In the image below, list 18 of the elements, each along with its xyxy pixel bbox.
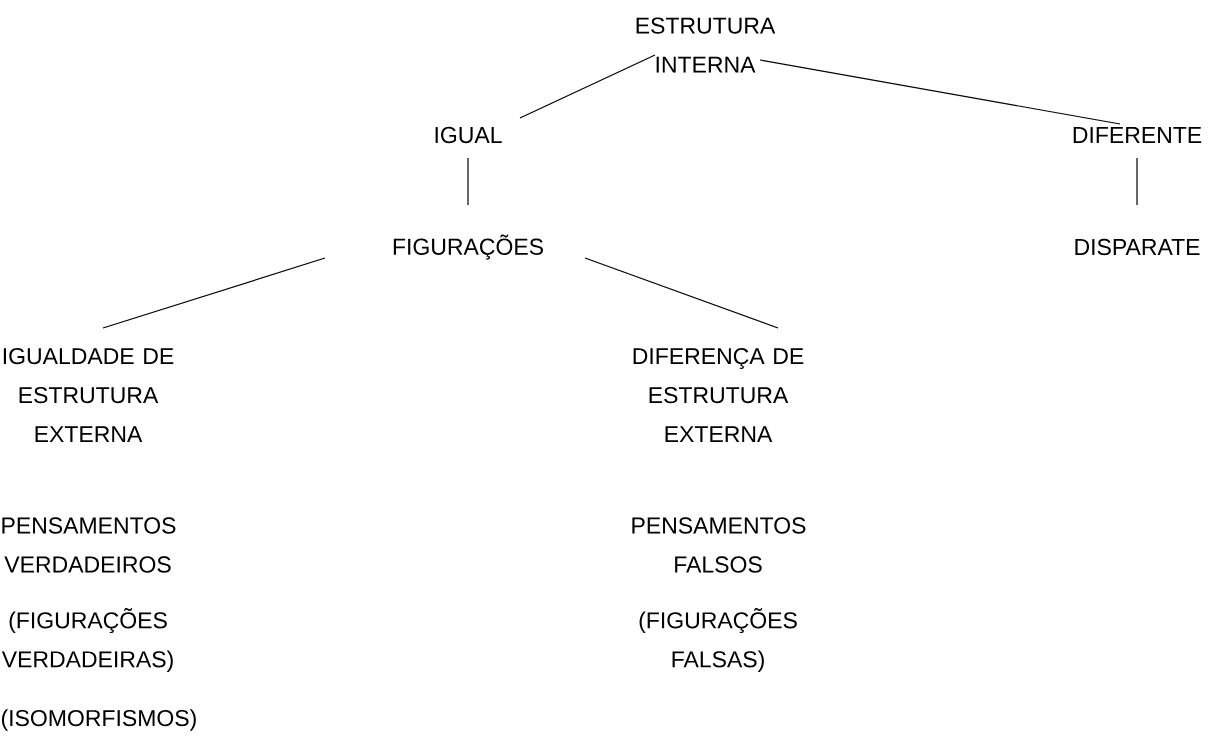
text-label: PENSAMENTOS VERDADEIROS <box>2 517 176 573</box>
node-label: DIFERENTE <box>1073 127 1202 143</box>
node-label: FIGURAÇÕES <box>393 234 543 260</box>
connector-line <box>519 54 656 119</box>
text-label: (ISOMORFISMOS) <box>1 709 196 731</box>
connector-line <box>102 257 326 329</box>
node-label: DISPARATE <box>1075 238 1200 256</box>
node-label: IGUAL <box>435 126 502 144</box>
connector-line <box>584 257 779 329</box>
text-label: (FIGURAÇÕES VERDADEIRAS) <box>1 608 173 672</box>
node-label: DIFERENÇA DE ESTRUTURA EXTERNA <box>633 348 804 443</box>
text-label: (FIGURAÇÕES FALSAS) <box>639 608 797 672</box>
connector-line <box>467 157 469 206</box>
connector-line <box>1136 157 1138 206</box>
text-label: PENSAMENTOS FALSOS <box>632 517 806 573</box>
connector-line <box>759 59 1121 125</box>
node-label: IGUALDADE DE ESTRUTURA EXTERNA <box>3 348 174 443</box>
node-label: ESTRUTURA INTERNA <box>636 17 776 73</box>
